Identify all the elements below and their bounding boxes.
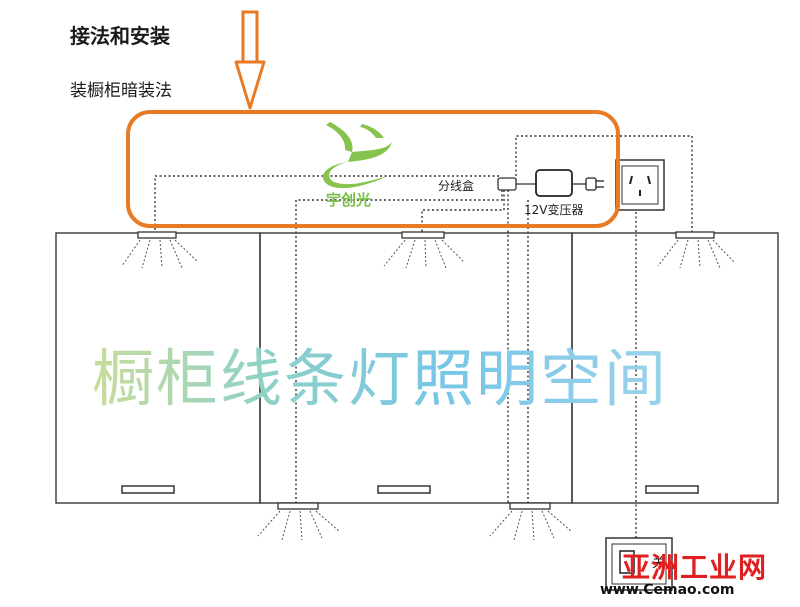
bottom-light-rays [257, 510, 573, 541]
cabinet-handle [121, 485, 699, 494]
watermark-logo: 亚洲工业网 [622, 551, 768, 584]
page-title: 接法和安装 [70, 24, 170, 48]
switch-label: 关 [652, 556, 666, 571]
junction-box-label: 分线盒 [438, 179, 475, 193]
transformer-label: 12V变压器 [524, 203, 584, 217]
page-subtitle: 装橱柜暗装法 [70, 81, 172, 101]
highlight-box [126, 110, 620, 228]
watermark-url: www.Cemao.com [600, 582, 735, 598]
top-light-fixture [137, 231, 715, 239]
transformer [516, 169, 586, 197]
wall-outlet-icon [615, 159, 665, 211]
brand-name: 宇创光 [326, 191, 372, 209]
wall-switch-icon [605, 537, 673, 591]
junction-box [497, 177, 517, 191]
plug-icon [585, 177, 604, 191]
down-arrow-icon [234, 10, 266, 110]
bottom-light-fixture [277, 502, 551, 510]
light-rays [121, 239, 735, 269]
brand-logo-icon [323, 122, 392, 189]
overlay-caption: 橱柜线条灯照明空间 [92, 328, 668, 418]
